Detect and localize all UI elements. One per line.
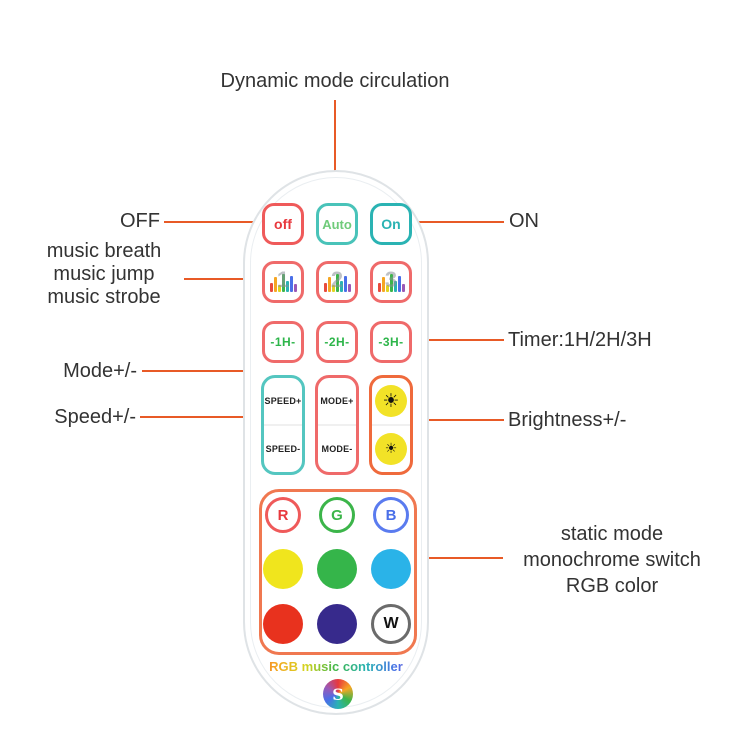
music-mode-1-number: 1: [276, 267, 290, 292]
mode-minus-label: MODE-: [321, 444, 353, 454]
brand-text: RGB music controller: [245, 659, 427, 674]
leader-line-brightness: [411, 419, 504, 421]
annotation-on: ON: [509, 210, 539, 232]
green-channel-button[interactable]: G: [319, 497, 355, 533]
leader-line-off: [164, 221, 260, 223]
sun-icon: ☀: [375, 385, 407, 417]
equalizer-icon: [269, 272, 297, 292]
off-button[interactable]: off: [262, 203, 304, 245]
red-channel-button[interactable]: R: [265, 497, 301, 533]
timer-1h-button[interactable]: -1H-: [262, 321, 304, 363]
brightness-group: ☀ ☀: [369, 375, 413, 475]
timer-2h-button[interactable]: -2H-: [316, 321, 358, 363]
mode-group: MODE+ MODE-: [315, 375, 359, 475]
leader-line-speed: [140, 416, 259, 418]
leader-line-on: [410, 221, 504, 223]
leader-line-music: [184, 278, 260, 280]
music-mode-2-number: 2: [330, 267, 344, 292]
speed-minus-button[interactable]: SPEED-: [264, 424, 302, 472]
yellow-color-button[interactable]: [263, 549, 303, 589]
mode-plus-label: MODE+: [320, 396, 354, 406]
annotation-dynamic-mode: Dynamic mode circulation: [220, 70, 450, 92]
sun-icon: ☀: [375, 433, 407, 465]
purple-color-button[interactable]: [317, 604, 357, 644]
equalizer-icon: [323, 272, 351, 292]
cyan-color-button[interactable]: [371, 549, 411, 589]
leader-line-static-mode: [415, 557, 503, 559]
green-color-button[interactable]: [317, 549, 357, 589]
white-color-button[interactable]: W: [371, 604, 411, 644]
blue-channel-button[interactable]: B: [373, 497, 409, 533]
annotation-speed: Speed+/-: [54, 406, 136, 428]
music-mode-3-button[interactable]: 3: [370, 261, 412, 303]
leader-line-dynamic-mode: [334, 100, 336, 200]
music-mode-3-number: 3: [384, 267, 398, 292]
leader-line-timer: [410, 339, 504, 341]
music-mode-2-button[interactable]: 2: [316, 261, 358, 303]
annotation-music-modes: music breath music jump music strobe: [46, 240, 162, 308]
brightness-minus-button[interactable]: ☀: [372, 424, 410, 472]
mode-minus-button[interactable]: MODE-: [318, 424, 356, 472]
annotation-timer: Timer:1H/2H/3H: [508, 329, 652, 351]
annotation-static-mode: static mode monochrome switch RGB color: [523, 523, 701, 597]
speed-minus-label: SPEED-: [265, 444, 301, 454]
speed-plus-button[interactable]: SPEED+: [264, 378, 302, 424]
music-mode-1-button[interactable]: 1: [262, 261, 304, 303]
on-button[interactable]: On: [370, 203, 412, 245]
speed-group: SPEED+ SPEED-: [261, 375, 305, 475]
leader-line-mode: [142, 370, 332, 372]
color-pad-panel: [259, 489, 417, 655]
annotation-brightness: Brightness+/-: [508, 409, 627, 431]
auto-button[interactable]: Auto: [316, 203, 358, 245]
annotation-off: OFF: [120, 210, 160, 232]
remote-body: off Auto On 1 2 3 -1H- -2H- -3H- SPEED+ …: [243, 170, 429, 715]
equalizer-icon: [377, 272, 405, 292]
brightness-plus-button[interactable]: ☀: [372, 378, 410, 424]
timer-3h-button[interactable]: -3H-: [370, 321, 412, 363]
red-color-button[interactable]: [263, 604, 303, 644]
speed-plus-label: SPEED+: [264, 396, 302, 406]
mode-plus-button[interactable]: MODE+: [318, 378, 356, 424]
brand-logo-glyph: S: [332, 684, 344, 704]
brand-logo: S: [323, 679, 353, 709]
annotation-mode: Mode+/-: [63, 360, 137, 382]
